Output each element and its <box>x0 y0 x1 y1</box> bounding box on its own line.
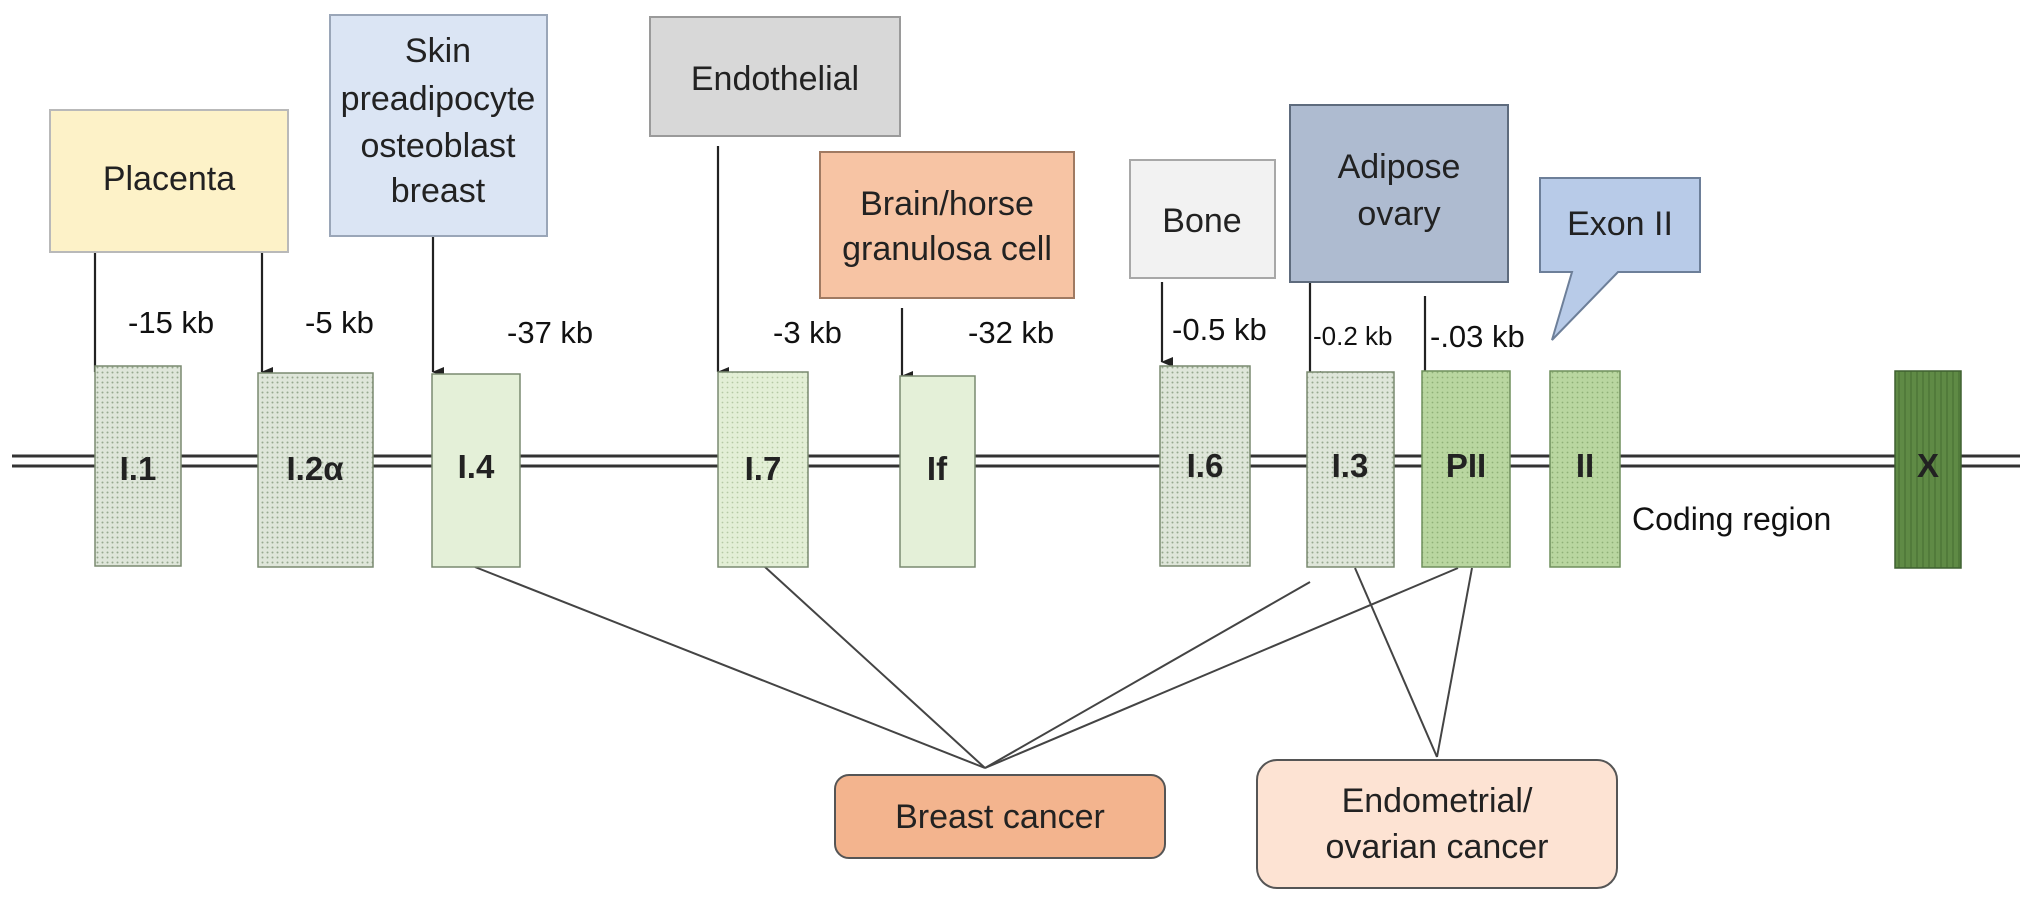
exon-i6: I.6 <box>1159 365 1251 567</box>
exon-if-label: If <box>927 450 948 487</box>
tissue-box-brain: Brain/horse granulosa cell <box>819 151 1075 299</box>
granulosa-cell-label: granulosa cell <box>842 230 1052 268</box>
osteoblast-label: osteoblast <box>361 127 517 165</box>
tissue-box-adipose: Adipose ovary <box>1289 104 1509 283</box>
exon-i3-label: I.3 <box>1332 447 1369 484</box>
distance-0-03kb: -.03 kb <box>1430 319 1525 354</box>
preadipocyte-label: preadipocyte <box>341 80 536 118</box>
ovary-label: ovary <box>1357 195 1440 233</box>
exon-ii-callout-label: Exon II <box>1567 205 1673 243</box>
exon-ii: II <box>1549 370 1621 568</box>
endometrial-label: Endometrial/ <box>1342 782 1533 820</box>
exon-i4: I.4 <box>431 373 521 568</box>
tissue-boxes: Placenta Skin preadipocyte osteoblast br… <box>49 14 1701 341</box>
skin-label: Skin <box>405 32 471 70</box>
breast-label: breast <box>391 172 486 210</box>
coding-region-label: Coding region <box>1632 501 1831 537</box>
connector-i3-breast <box>984 581 1311 769</box>
connector-i4-breast <box>474 566 986 769</box>
tissue-box-bone: Bone <box>1129 159 1276 279</box>
exon-i6-label: I.6 <box>1187 447 1224 484</box>
exon-i1: I.1 <box>94 365 182 567</box>
promoter-arrows <box>93 146 1436 381</box>
distance-0-2kb: -0.2 kb <box>1313 321 1393 351</box>
ovarian-cancer-label: ovarian cancer <box>1325 828 1548 866</box>
connector-pii-endometrial <box>1436 567 1473 758</box>
exon-boxes: I.1 I.2α I.4 I.7 If I.6 I.3 PII <box>94 365 1962 569</box>
exon-i1-label: I.1 <box>120 450 157 487</box>
adipose-label: Adipose <box>1338 148 1461 186</box>
exon-x-label: X <box>1917 447 1939 484</box>
endometrial-cancer-box: Endometrial/ ovarian cancer <box>1256 759 1618 889</box>
connector-i7-breast <box>764 566 986 769</box>
breast-cancer-label: Breast cancer <box>895 798 1105 836</box>
tissue-box-placenta: Placenta <box>49 109 289 253</box>
distance-37kb: -37 kb <box>507 315 593 350</box>
exon-i7-label: I.7 <box>745 450 782 487</box>
exon-i4-label: I.4 <box>458 448 495 485</box>
exon-x: X <box>1894 370 1962 569</box>
exon-ii-callout: Exon II <box>1539 177 1701 341</box>
exon-i7: I.7 <box>717 371 809 568</box>
exon-i2a-label: I.2α <box>287 450 344 487</box>
distance-15kb: -15 kb <box>128 305 214 340</box>
tissue-box-endothelial: Endothelial <box>649 16 901 137</box>
bone-label: Bone <box>1162 202 1241 240</box>
cancer-connector-lines <box>474 566 1473 769</box>
placenta-label: Placenta <box>103 160 235 198</box>
exon-i2a: I.2α <box>257 372 374 568</box>
distance-32kb: -32 kb <box>968 315 1054 350</box>
exon-i3: I.3 <box>1306 371 1395 568</box>
cancer-boxes: Breast cancer Endometrial/ ovarian cance… <box>834 759 1618 889</box>
exon-pii: PII <box>1421 370 1511 568</box>
connector-i3-endometrial <box>1354 567 1438 758</box>
breast-cancer-box: Breast cancer <box>834 774 1166 859</box>
distance-5kb: -5 kb <box>305 305 374 340</box>
exon-ii-label: II <box>1576 447 1594 484</box>
connector-pii-breast <box>984 567 1459 769</box>
brain-horse-label: Brain/horse <box>860 185 1034 223</box>
tissue-box-skin: Skin preadipocyte osteoblast breast <box>329 14 548 237</box>
exon-if: If <box>899 375 976 568</box>
distance-3kb: -3 kb <box>773 315 842 350</box>
distance-labels: -15 kb -5 kb -37 kb -3 kb -32 kb -0.5 kb… <box>128 305 1525 354</box>
exon-pii-label: PII <box>1446 447 1486 484</box>
distance-0-5kb: -0.5 kb <box>1172 312 1267 347</box>
endothelial-label: Endothelial <box>691 60 859 98</box>
